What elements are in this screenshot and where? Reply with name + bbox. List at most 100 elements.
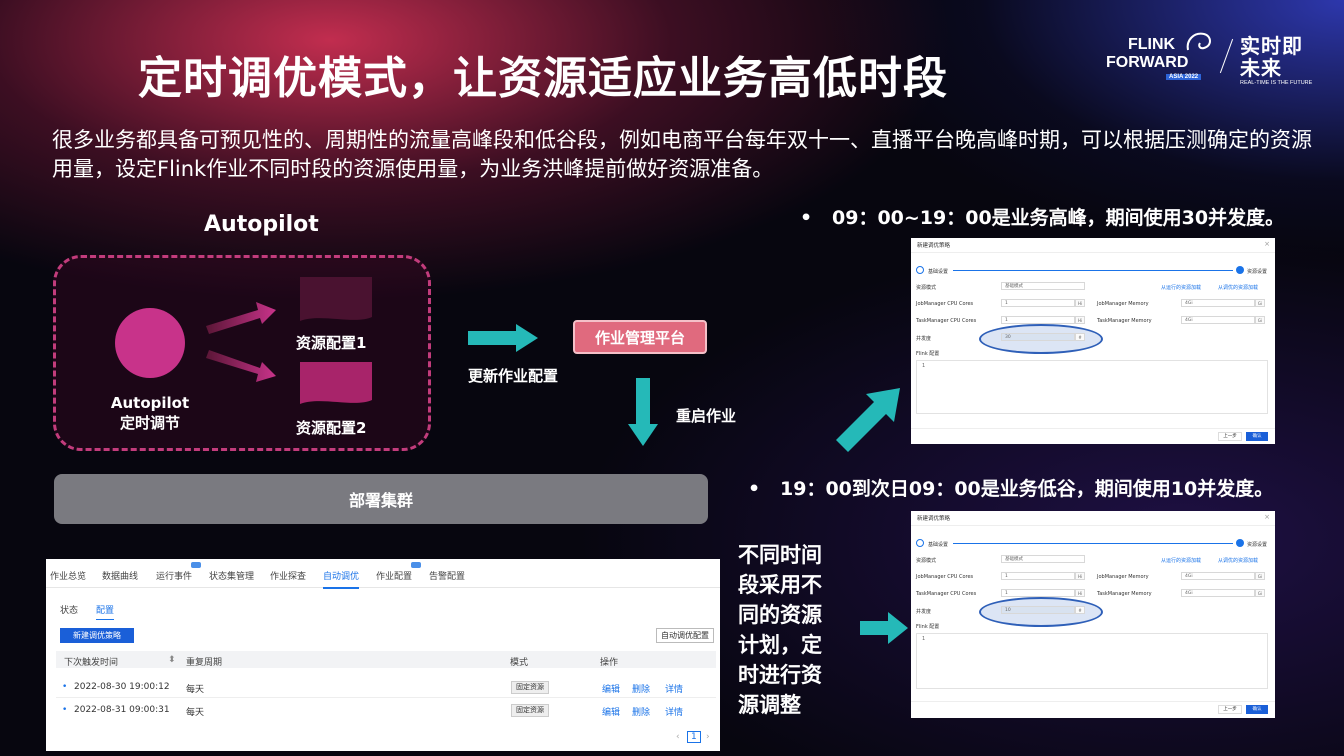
row1-detail[interactable]: 详情 (665, 685, 684, 695)
tab-overview[interactable]: 作业总览 (50, 572, 87, 582)
close-icon[interactable]: × (1264, 240, 1270, 248)
tab-alerts[interactable]: 告警配置 (429, 572, 466, 582)
tm-mem-input[interactable]: 4Gi (1181, 589, 1255, 597)
config-badge (411, 562, 421, 568)
tm-cpu-input[interactable]: 1 (1001, 589, 1075, 597)
row2-detail[interactable]: 详情 (665, 708, 684, 718)
row1-period: 每天 (186, 685, 205, 695)
step-done-icon (916, 539, 924, 547)
load-running-link[interactable]: 从运行的资源加载 (1161, 558, 1202, 564)
flink-conf-editor[interactable]: 1 (916, 360, 1268, 414)
autopilot-node-label-2: 定时调节 (119, 414, 180, 432)
step-done-icon (916, 266, 924, 274)
unit-icon: Hi (1075, 589, 1085, 597)
restart-job-label: 重启作业 (676, 407, 737, 425)
tab-bar: 作业总览 数据曲线 运行事件 状态集管理 作业探查 自动调优 作业配置 告警配置 (46, 559, 720, 589)
sort-icon[interactable]: ⬍ (168, 655, 176, 665)
row-dot-icon: • (62, 682, 68, 692)
arrow-right-icon (468, 324, 538, 352)
events-badge (191, 562, 201, 568)
confirm-button[interactable]: 确认 (1246, 432, 1268, 441)
load-tuned-link[interactable]: 从调优的资源加载 (1218, 285, 1259, 291)
bullet-dot: • (800, 207, 832, 229)
step2-label: 资源设置 (1247, 542, 1268, 548)
mode-select[interactable]: 基础模式 (1001, 282, 1085, 290)
row1-edit[interactable]: 编辑 (602, 685, 621, 695)
update-config-label: 更新作业配置 (468, 367, 559, 385)
flink-conf-editor[interactable]: 1 (916, 633, 1268, 689)
tab-metrics[interactable]: 数据曲线 (102, 572, 139, 582)
tm-mem-label: TaskManager Memory (1097, 591, 1152, 597)
page-prev-icon[interactable]: ‹ (676, 732, 680, 742)
table-header (56, 651, 716, 668)
strategy-dialog-trough: 新建调优策略 × 基础设置 资源设置 资源模式 基础模式 从运行的资源加载 从调… (911, 511, 1275, 718)
confirm-button[interactable]: 确认 (1246, 705, 1268, 714)
tab-state[interactable]: 状态集管理 (209, 572, 255, 582)
row2-delete[interactable]: 删除 (632, 708, 651, 718)
prev-button[interactable]: 上一步 (1218, 432, 1242, 441)
tab-events[interactable]: 运行事件 (156, 572, 193, 582)
col-repeat: 重复周期 (186, 658, 223, 668)
flink-conf-label: Flink 配置 (916, 351, 940, 357)
row2-time: 2022-08-31 09:00:31 (74, 705, 170, 715)
tm-mem-label: TaskManager Memory (1097, 318, 1152, 324)
logo-badge: ASIA 2022 (1166, 74, 1202, 80)
page-number[interactable]: 1 (687, 731, 701, 743)
prev-button[interactable]: 上一步 (1218, 705, 1242, 714)
logo-brand-cn: 实时即未来 (1240, 36, 1303, 80)
unit-icon: Gi (1255, 572, 1265, 580)
unit-icon: Gi (1255, 589, 1265, 597)
tab-job-config[interactable]: 作业配置 (376, 572, 413, 582)
autopilot-node-label-1: Autopilot (110, 394, 190, 412)
load-running-link[interactable]: 从运行的资源加载 (1161, 285, 1202, 291)
line-number: 1 (922, 636, 926, 642)
row2-mode: 固定资源 (511, 704, 549, 717)
page-next-icon[interactable]: › (706, 732, 710, 742)
row2-period: 每天 (186, 708, 205, 718)
resource-config-1-label: 资源配置1 (296, 334, 367, 352)
subtab-config[interactable]: 配置 (96, 603, 115, 620)
jm-cpu-input[interactable]: 1 (1001, 572, 1075, 580)
mode-label: 资源模式 (916, 558, 937, 564)
deploy-cluster-bar: 部署集群 (54, 474, 708, 524)
flink-conf-label: Flink 配置 (916, 624, 940, 630)
resource-config-2-icon (300, 362, 372, 404)
bullet-trough: • 19：00到次日09：00是业务低谷，期间使用10并发度。 (748, 474, 1273, 501)
autopilot-node (115, 308, 185, 378)
tm-cpu-label: TaskManager CPU Cores (916, 591, 977, 597)
jm-mem-input[interactable]: 4Gi (1181, 299, 1255, 307)
row2-edit[interactable]: 编辑 (602, 708, 621, 718)
col-actions: 操作 (600, 658, 619, 668)
row1-delete[interactable]: 删除 (632, 685, 651, 695)
tab-auto-tuning[interactable]: 自动调优 (323, 569, 360, 589)
arrow-up-right-icon (836, 388, 900, 452)
row-divider (56, 697, 716, 698)
bullet-trough-text: 19：00到次日09：00是业务低谷，期间使用10并发度。 (780, 478, 1274, 500)
tab-explore[interactable]: 作业探查 (270, 572, 307, 582)
row1-mode: 固定资源 (511, 681, 549, 694)
resource-config-1-icon (300, 277, 372, 321)
flink-forward-logo: FLINK FORWARD ASIA 2022 实时即未来 REAL-TIME … (1104, 28, 1324, 92)
unit-icon: Hi (1075, 316, 1085, 324)
bullet-dot: • (748, 478, 780, 500)
jm-cpu-label: JobManager CPU Cores (916, 301, 974, 307)
jm-mem-input[interactable]: 4Gi (1181, 572, 1255, 580)
row-dot-icon: • (62, 705, 68, 715)
unit-icon: Gi (1255, 299, 1265, 307)
parallelism-input[interactable]: 10 (1001, 606, 1075, 614)
tm-mem-input[interactable]: 4Gi (1181, 316, 1255, 324)
parallelism-label: 并发度 (916, 609, 932, 615)
dialog-divider (911, 428, 1275, 429)
jm-cpu-input[interactable]: 1 (1001, 299, 1075, 307)
subtab-status[interactable]: 状态 (60, 606, 79, 616)
new-strategy-button[interactable]: 新建调优策略 (60, 628, 134, 643)
close-icon[interactable]: × (1264, 513, 1270, 521)
auto-tuning-config-button[interactable]: 自动调优配置 (656, 628, 714, 643)
dialog-title: 新建调优策略 (917, 516, 951, 522)
load-tuned-link[interactable]: 从调优的资源加载 (1218, 558, 1259, 564)
parallelism-input[interactable]: 30 (1001, 333, 1075, 341)
tm-cpu-input[interactable]: 1 (1001, 316, 1075, 324)
unit-icon: Gi (1255, 316, 1265, 324)
logo-divider (1219, 38, 1234, 74)
mode-select[interactable]: 基础模式 (1001, 555, 1085, 563)
